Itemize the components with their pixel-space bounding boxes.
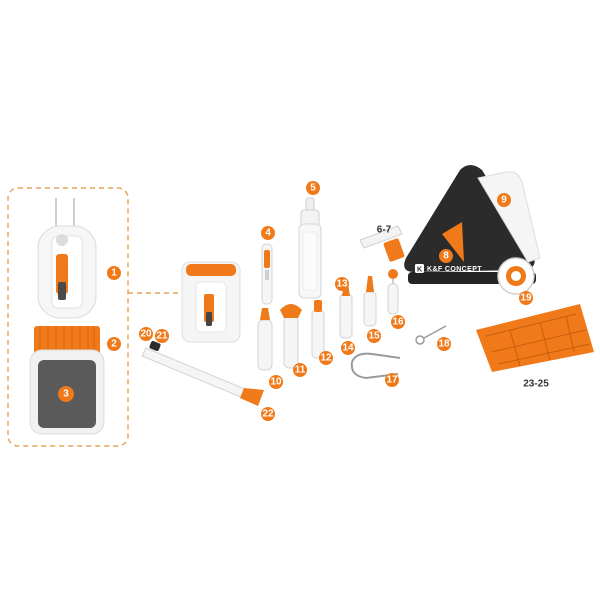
callout-17-label: 17 — [386, 375, 398, 386]
brand-logo: K K&F CONCEPT — [415, 264, 482, 274]
callout-2-label: 2 — [111, 339, 117, 350]
callout-1-label: 1 — [111, 268, 117, 279]
callout-9-label: 9 — [501, 195, 507, 206]
callout-21: 21 — [155, 329, 169, 343]
callout-6-7-label: 6-7 — [377, 225, 392, 236]
item-12-tip — [311, 300, 325, 359]
item-13-tip — [339, 284, 353, 339]
item-18-pin — [415, 325, 447, 345]
callout-23-25-label: 23-25 — [523, 379, 549, 390]
brand-name: K&F CONCEPT — [427, 266, 482, 273]
callout-18-label: 18 — [438, 339, 450, 350]
item-5-spray-bottle — [298, 197, 322, 299]
detail-top-unit — [37, 198, 97, 319]
callout-20-label: 20 — [140, 329, 152, 340]
callout-4-label: 4 — [265, 228, 271, 239]
item-17-wire-tool — [350, 352, 401, 380]
main-cleaning-unit — [181, 261, 241, 343]
callout-10: 10 — [269, 375, 283, 389]
callout-11: 11 — [293, 363, 307, 377]
item-15-tip — [363, 276, 377, 327]
callout-16-label: 16 — [392, 317, 404, 328]
callout-21-label: 21 — [156, 331, 168, 342]
callout-19: 19 — [519, 291, 533, 305]
item-20-22-long-pen — [141, 341, 264, 406]
callout-4: 4 — [261, 226, 275, 240]
item-23-25-mat — [476, 304, 594, 372]
callout-18: 18 — [437, 337, 451, 351]
callout-5-label: 5 — [310, 183, 316, 194]
callout-12-label: 12 — [320, 353, 332, 364]
callout-23-25: 23-25 — [523, 379, 549, 390]
callout-14: 14 — [341, 341, 355, 355]
item-19-roll — [497, 257, 535, 295]
item-9-triangle-holder — [404, 165, 541, 284]
callout-2: 2 — [107, 337, 121, 351]
item-6-7-strip — [359, 225, 405, 262]
callout-13-label: 13 — [336, 279, 348, 290]
callout-14-label: 14 — [342, 343, 354, 354]
callout-1: 1 — [107, 266, 121, 280]
callout-16: 16 — [391, 315, 405, 329]
item-10-tip — [257, 308, 273, 371]
callout-19-label: 19 — [520, 293, 532, 304]
callout-15: 15 — [367, 329, 381, 343]
callout-12: 12 — [319, 351, 333, 365]
callout-8: 8 — [439, 249, 453, 263]
detail-panel-border — [7, 187, 129, 447]
callout-5: 5 — [306, 181, 320, 195]
callout-15-label: 15 — [368, 331, 380, 342]
callout-6-7: 6-7 — [377, 225, 392, 236]
brand-mark: K — [417, 267, 422, 274]
detail-bottom-unit — [29, 326, 105, 435]
callout-3-label: 3 — [63, 389, 69, 400]
item-11-tip — [280, 304, 302, 369]
callout-13: 13 — [335, 277, 349, 291]
callout-22-label: 22 — [262, 409, 274, 420]
callout-11-label: 11 — [295, 365, 306, 376]
item-4-pen — [261, 243, 273, 305]
callout-8-label: 8 — [443, 251, 449, 262]
callout-10-label: 10 — [270, 377, 282, 388]
callout-17: 17 — [385, 373, 399, 387]
callout-20: 20 — [139, 327, 153, 341]
callout-22: 22 — [261, 407, 275, 421]
callout-9: 9 — [497, 193, 511, 207]
callout-3: 3 — [58, 386, 74, 402]
item-16-tip — [387, 269, 399, 315]
